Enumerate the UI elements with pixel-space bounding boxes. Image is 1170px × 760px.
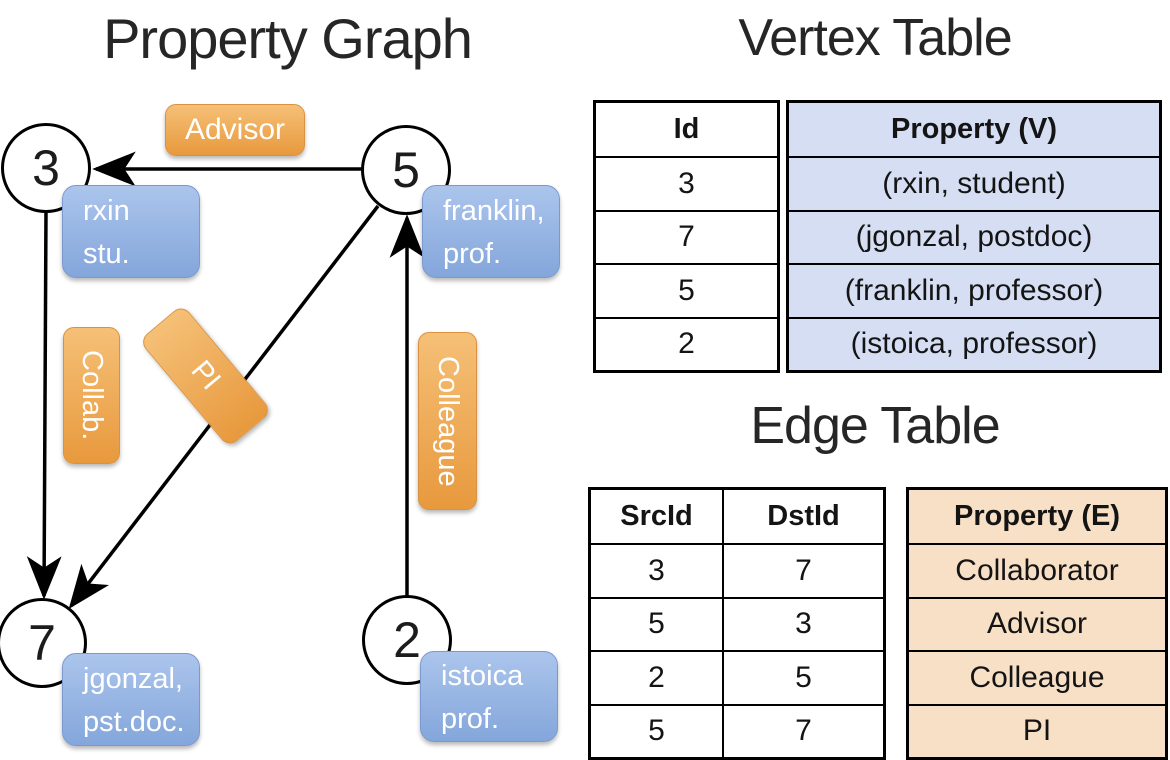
table-cell: PI <box>909 703 1165 757</box>
vertex-property-7-line2: pst.doc. <box>83 705 185 738</box>
table-cell: 7 <box>795 554 812 588</box>
vertex-property-2-line1: istoica <box>441 660 524 693</box>
vertex-property-box-5: franklin, prof. <box>422 185 560 278</box>
vertex-id-5: 5 <box>392 142 420 198</box>
table-cell: 5 <box>591 705 724 757</box>
vertex-property-box-2: istoica prof. <box>420 651 558 742</box>
edge-label-advisor: Advisor <box>165 104 305 156</box>
vertex-property-7-line1: jgonzal, <box>83 663 183 696</box>
table-cell: 3 <box>596 156 777 209</box>
table-row: 5 3 <box>591 596 883 651</box>
edge-label-advisor-text: Advisor <box>184 113 286 146</box>
table-cell: (istoica, professor) <box>789 316 1159 370</box>
table-cell: 5 <box>795 660 812 694</box>
vertex-property-box-7: jgonzal, pst.doc. <box>62 653 200 746</box>
table-cell: 7 <box>795 714 812 748</box>
vertex-table-property-header: Property (V) <box>891 113 1057 146</box>
table-cell: 3 <box>591 545 724 597</box>
table-cell: (franklin, professor) <box>789 263 1159 316</box>
vertex-table: Id 3 7 5 2 Property (V) (rxin, student) … <box>593 100 1162 373</box>
table-cell: 5 <box>591 598 724 651</box>
table-header-row: SrcId DstId <box>591 490 883 544</box>
edge-table-srcid-header: SrcId <box>591 490 724 544</box>
edge-label-collab-text: Collab. <box>76 350 108 441</box>
table-cell: (jgonzal, postdoc) <box>789 209 1159 263</box>
table-cell: Collaborator <box>909 543 1165 596</box>
edge-table-dstid-header: DstId <box>767 500 840 533</box>
table-cell: 2 <box>591 652 724 704</box>
edge-label-pi-text: PI <box>184 354 227 397</box>
edge-collab-3-to-7 <box>26 210 62 600</box>
vertex-property-3-line2: stu. <box>83 237 130 270</box>
vertex-id-7: 7 <box>28 615 56 671</box>
vertex-node-5: 5 <box>361 125 451 215</box>
table-row: 2 5 <box>591 650 883 704</box>
edge-label-collab: Collab. <box>63 327 120 464</box>
vertex-id-2: 2 <box>393 612 421 668</box>
vertex-table-title: Vertex Table <box>738 9 1012 67</box>
vertex-property-2-line2: prof. <box>441 702 500 735</box>
vertex-id-3: 3 <box>32 140 60 196</box>
edge-table-title: Edge Table <box>750 397 1000 455</box>
edge-label-colleague: Colleague <box>418 332 477 510</box>
table-cell: Advisor <box>909 596 1165 650</box>
edge-table-property-column: Property (E) Collaborator Advisor Collea… <box>906 487 1168 760</box>
vertex-table-id-header: Id <box>673 113 700 146</box>
table-cell: (rxin, student) <box>789 156 1159 209</box>
edge-table: SrcId DstId 3 7 5 3 2 5 5 7 Property (E)… <box>588 487 1168 760</box>
edge-label-colleague-text: Colleague <box>432 355 464 487</box>
table-cell: 3 <box>795 607 812 641</box>
vertex-table-id-column: Id 3 7 5 2 <box>593 100 780 373</box>
vertex-property-5-line2: prof. <box>443 237 502 270</box>
edge-table-property-header: Property (E) <box>954 500 1120 533</box>
table-cell: 5 <box>596 263 777 316</box>
table-cell: 7 <box>596 209 777 263</box>
property-graph-title: Property Graph <box>103 7 473 70</box>
vertex-property-box-3: rxin stu. <box>62 185 200 278</box>
vertex-table-property-column: Property (V) (rxin, student) (jgonzal, p… <box>786 100 1162 373</box>
table-row: 3 7 <box>591 543 883 597</box>
table-cell: 2 <box>596 316 777 370</box>
vertex-property-3-line1: rxin <box>83 195 130 228</box>
vertex-property-5-line1: franklin, <box>443 195 545 228</box>
table-row: 5 7 <box>591 703 883 757</box>
table-cell: Colleague <box>909 650 1165 703</box>
edge-table-id-columns: SrcId DstId 3 7 5 3 2 5 5 7 <box>588 487 886 760</box>
